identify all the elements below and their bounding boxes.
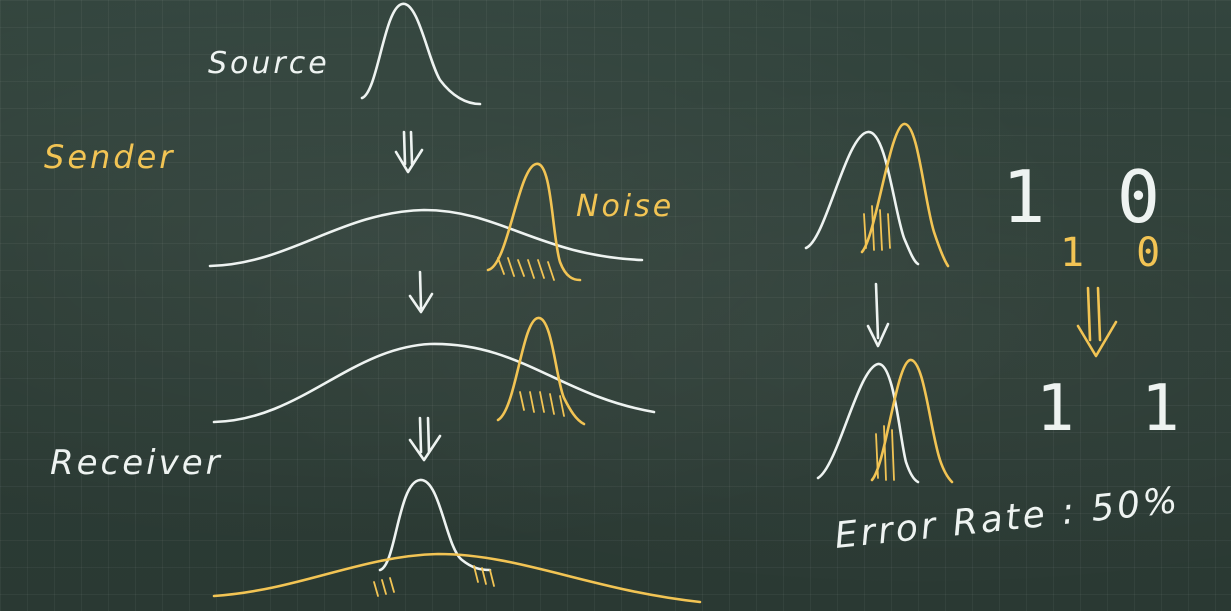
down-arrow-icon-right <box>866 282 890 348</box>
mid-noise-gaussian-curve <box>496 316 586 426</box>
down-arrow-icon-2 <box>408 270 434 314</box>
noise-gaussian-curve <box>486 162 582 282</box>
mid-overlap-hatching <box>519 391 565 417</box>
label-sender: Sender <box>44 138 175 176</box>
label-source: Source <box>208 46 330 81</box>
receiver-wide-noise-curve <box>212 552 702 604</box>
receiver-narrow-gaussian-curve <box>378 478 492 572</box>
label-receiver: Receiver <box>50 443 223 483</box>
double-down-arrow-icon-3 <box>408 416 442 462</box>
double-down-arrow-icon-right <box>1076 286 1118 358</box>
mid-wide-gaussian-curve <box>212 342 656 424</box>
right-bottom-gaussian-white <box>816 362 920 484</box>
receiver-tail-hatching <box>373 565 495 597</box>
sender-wide-gaussian-curve <box>208 208 644 268</box>
label-noise: Noise <box>576 189 674 224</box>
label-error-rate: Error Rate : 50% <box>833 480 1182 557</box>
flipped-bits: 1 0 <box>1060 230 1174 276</box>
received-bits: 1 1 0 1 <box>1036 372 1231 446</box>
right-top-overlap-hatching <box>863 205 891 251</box>
noise-overlap-hatching <box>497 257 555 281</box>
source-gaussian-curve <box>360 2 482 106</box>
right-bottom-gaussian-yellow <box>870 358 954 484</box>
right-bottom-overlap-hatching <box>875 425 895 481</box>
double-down-arrow-icon-1 <box>394 130 424 174</box>
right-top-gaussian-yellow <box>860 122 950 268</box>
sent-bits: 1 0 X 1 <box>1002 155 1231 239</box>
right-top-gaussian-white <box>804 130 920 266</box>
